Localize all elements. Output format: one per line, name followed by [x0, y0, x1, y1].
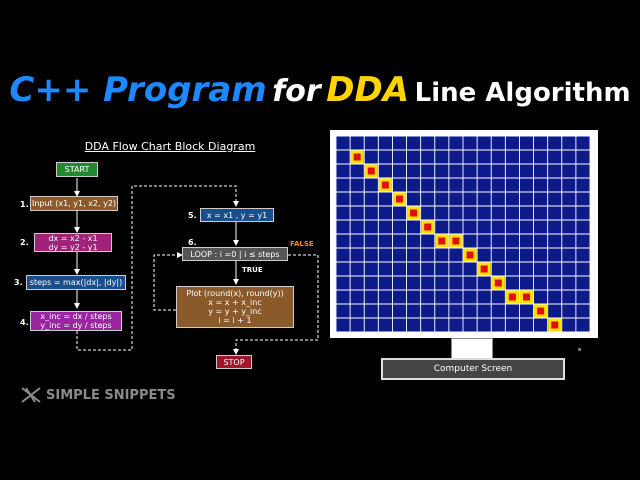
plotted-pixel — [463, 248, 477, 262]
logo-mark-icon — [21, 387, 41, 403]
plotted-pixel — [421, 220, 435, 234]
monitor-stand — [451, 338, 493, 360]
plotted-pixel — [505, 290, 519, 304]
arrow-inc-to-init — [76, 185, 239, 351]
plotted-pixel — [364, 164, 378, 178]
pixel-grid — [335, 135, 591, 333]
step-6-number: 6. — [188, 238, 197, 247]
true-label: TRUE — [242, 266, 263, 274]
step-5-number: 5. — [188, 211, 197, 220]
step-2-dx-dy: dx = x2 - x1 dy = y2 - y1 — [34, 233, 112, 252]
step-3-number: 3. — [14, 278, 23, 287]
plotted-pixel — [477, 262, 491, 276]
step-4-number: 4. — [20, 318, 29, 327]
flowchart-title: DDA Flow Chart Block Diagram — [84, 140, 256, 153]
monitor-dot — [578, 348, 581, 351]
plotted-pixel — [491, 276, 505, 290]
title-part-for: for — [272, 74, 321, 109]
plotted-pixel — [378, 178, 392, 192]
step-5-init: x = x1 , y = y1 — [200, 208, 274, 222]
title-part-cpp: C++ Program — [9, 70, 267, 110]
simple-snippets-logo: SIMPLE SNIPPETS — [20, 386, 176, 404]
main-title: C++ Program for DDA Line Algorithm — [0, 70, 640, 110]
plotted-pixel — [407, 206, 421, 220]
arrow-loop-to-stop — [233, 254, 319, 355]
false-label: FALSE — [290, 240, 314, 248]
title-part-dda: DDA — [326, 70, 410, 110]
start-node: START — [56, 162, 98, 177]
plotted-pixel — [449, 234, 463, 248]
logo-text: SIMPLE SNIPPETS — [46, 387, 176, 403]
step-1-number: 1. — [20, 200, 29, 209]
plotted-pixel — [534, 304, 548, 318]
step-4-increments: x_inc = dx / steps y_inc = dy / steps — [30, 311, 122, 331]
plotted-pixel — [435, 234, 449, 248]
stop-node: STOP — [216, 355, 252, 369]
arrow-plot-back-to-loop — [153, 252, 183, 311]
plotted-pixel — [519, 290, 534, 304]
title-part-line-algorithm: Line Algorithm — [414, 78, 631, 108]
step-3-steps: steps = max(|dx|, |dy|) — [26, 275, 126, 290]
plotted-pixel — [548, 318, 562, 332]
step-6-loop: LOOP : i =0 | i ≤ steps — [182, 247, 288, 261]
plotted-pixel — [350, 150, 364, 164]
plotted-pixel — [392, 192, 407, 206]
step-2-number: 2. — [20, 238, 29, 247]
computer-screen-label: Computer Screen — [381, 358, 565, 380]
pixel-grid-screen — [335, 135, 591, 333]
plot-step: Plot (round(x), round(y)) x = x + x_inc … — [176, 286, 294, 328]
step-1-input: Input (x1, y1, x2, y2) — [30, 196, 118, 211]
